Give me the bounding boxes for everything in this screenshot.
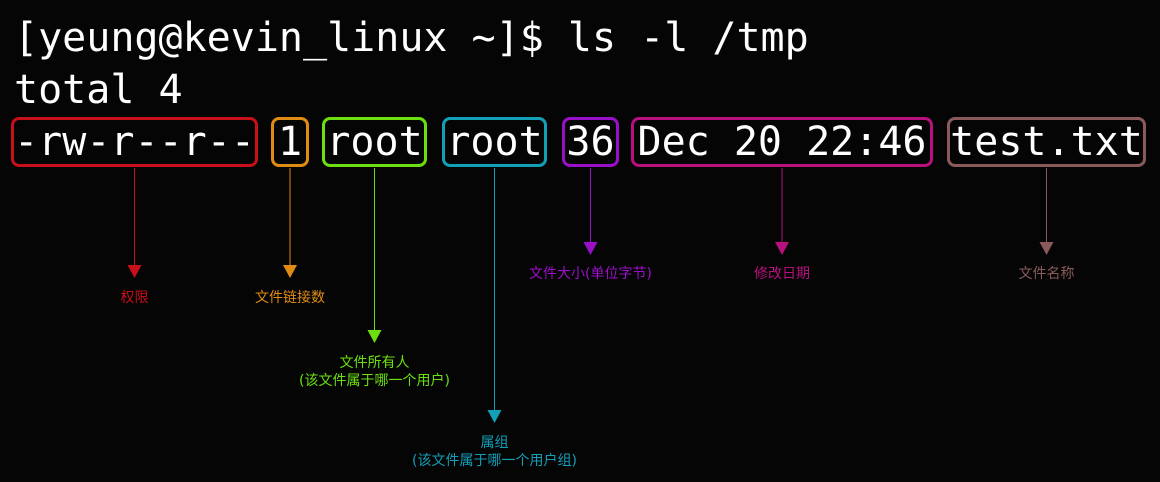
label-owner-line-0: 文件所有人 — [339, 355, 410, 371]
arrow-head-date — [775, 242, 789, 255]
label-owner-line-1: (该文件属于哪一个用户) — [299, 373, 450, 389]
field-text-group: root — [446, 119, 543, 165]
label-perm: 权限 — [121, 289, 149, 307]
label-date: 修改日期 — [754, 265, 810, 283]
field-text-size: 36 — [566, 119, 615, 165]
field-box-date: Dec 20 22:46 — [631, 117, 933, 167]
label-group-line-0: 属组 — [480, 435, 509, 451]
field-text-links: 1 — [277, 119, 303, 165]
command-line: [yeung@kevin_linux ~]$ ls -l /tmp — [14, 15, 809, 61]
label-name: 文件名称 — [1019, 265, 1075, 283]
field-box-group: root — [442, 117, 547, 167]
arrow-head-size — [583, 242, 598, 255]
label-name-line-0: 文件名称 — [1018, 266, 1075, 282]
field-text-perm: -rw-r--r-- — [14, 119, 255, 165]
label-size-line-0: 文件大小(单位字节) — [529, 266, 652, 282]
label-group: 属组 (该文件属于哪一个用户组) — [412, 434, 577, 470]
field-text-owner: root — [326, 119, 423, 165]
field-box-perm: -rw-r--r-- — [11, 117, 258, 167]
field-text-date: Dec 20 22:46 — [637, 119, 927, 165]
field-text-name: test.txt — [950, 119, 1143, 165]
label-group-line-1: (该文件属于哪一个用户组) — [412, 453, 577, 469]
arrow-head-group — [487, 410, 502, 423]
label-perm-line-0: 权限 — [120, 290, 149, 306]
label-links: 文件链接数 — [255, 289, 325, 307]
field-box-name: test.txt — [947, 117, 1146, 167]
label-owner: 文件所有人 (该文件属于哪一个用户) — [299, 354, 450, 390]
arrow-head-owner — [367, 330, 382, 343]
total-line: total 4 — [14, 67, 183, 113]
field-box-owner: root — [322, 117, 427, 167]
arrow-head-perm — [127, 265, 142, 278]
field-box-size: 36 — [562, 117, 619, 167]
label-size: 文件大小(单位字节) — [529, 265, 652, 283]
field-box-links: 1 — [271, 117, 309, 167]
arrow-head-name — [1039, 242, 1054, 255]
label-links-line-0: 文件链接数 — [255, 290, 325, 306]
arrow-head-links — [283, 265, 297, 278]
label-date-line-0: 修改日期 — [754, 266, 810, 282]
